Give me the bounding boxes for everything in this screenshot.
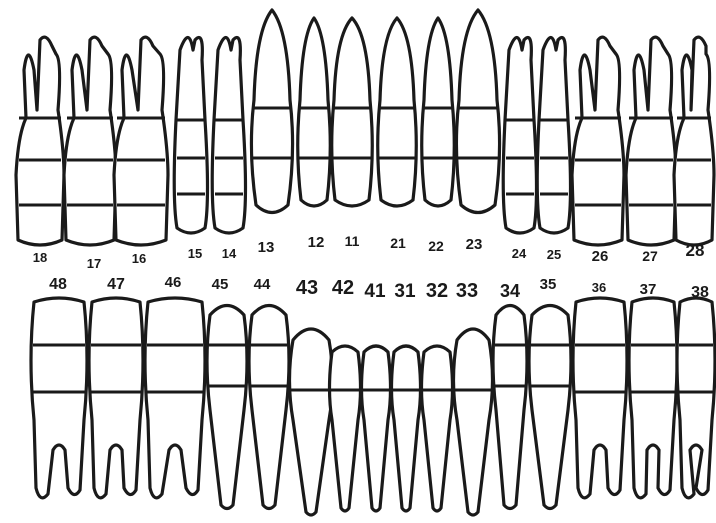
tooth-outline-48	[31, 298, 87, 498]
tooth-outline-46	[145, 298, 205, 498]
tooth-number-36: 36	[592, 280, 606, 295]
tooth-44	[249, 306, 289, 509]
tooth-33	[454, 329, 493, 515]
tooth-outline-27	[626, 37, 676, 245]
tooth-28	[674, 37, 714, 245]
tooth-24	[503, 38, 536, 234]
tooth-23	[456, 10, 499, 213]
tooth-number-21: 21	[390, 235, 406, 251]
tooth-outline-11	[332, 18, 373, 206]
tooth-27	[626, 37, 676, 245]
tooth-outline-28	[674, 37, 714, 245]
tooth-outline-12	[298, 18, 331, 206]
tooth-34	[493, 306, 527, 509]
tooth-38	[677, 298, 715, 498]
tooth-25	[537, 38, 570, 234]
upper-arch: 18 17 16 15 14 13 12 11 21 22 23 24 25 26 27 28	[16, 10, 714, 271]
tooth-outline-14	[212, 38, 245, 234]
tooth-14	[212, 38, 245, 234]
tooth-number-28: 28	[686, 241, 705, 260]
tooth-13	[251, 10, 292, 213]
tooth-21	[378, 18, 417, 206]
tooth-32	[422, 346, 453, 511]
tooth-outline-16	[114, 37, 168, 245]
tooth-41	[362, 346, 391, 511]
tooth-number-34: 34	[500, 281, 520, 301]
tooth-46	[145, 298, 205, 498]
tooth-number-13: 13	[258, 239, 275, 256]
tooth-outline-36	[573, 298, 627, 498]
tooth-number-33: 33	[456, 280, 478, 302]
tooth-number-42: 42	[332, 277, 354, 299]
tooth-42	[330, 346, 361, 511]
tooth-outline-43	[290, 329, 333, 515]
tooth-number-25: 25	[547, 247, 561, 262]
tooth-number-46: 46	[165, 274, 182, 291]
tooth-outline-44	[249, 306, 289, 509]
tooth-outline-24	[503, 38, 536, 234]
tooth-outline-47	[89, 298, 143, 498]
tooth-outline-34	[493, 306, 527, 509]
tooth-outline-45	[207, 306, 247, 509]
tooth-number-38: 38	[691, 284, 709, 301]
tooth-number-43: 43	[296, 277, 318, 299]
tooth-47	[89, 298, 143, 498]
tooth-outline-15	[174, 38, 207, 234]
tooth-36	[573, 298, 627, 498]
tooth-number-31: 31	[394, 281, 416, 302]
tooth-number-18: 18	[33, 250, 47, 265]
tooth-37	[629, 298, 677, 498]
tooth-outline-41	[362, 346, 391, 511]
lower-arch: 48 47 46 45 44 43 42 41 31 32 33 34 35 36 37 38	[31, 274, 715, 515]
tooth-outline-21	[378, 18, 417, 206]
tooth-number-47: 47	[107, 276, 125, 293]
tooth-number-17: 17	[87, 256, 101, 271]
tooth-18	[16, 37, 64, 245]
tooth-number-27: 27	[642, 248, 658, 264]
tooth-26	[572, 37, 624, 245]
tooth-number-15: 15	[188, 246, 202, 261]
tooth-outline-33	[454, 329, 493, 515]
tooth-number-32: 32	[426, 280, 448, 302]
tooth-number-45: 45	[212, 276, 229, 293]
tooth-number-14: 14	[222, 246, 237, 261]
tooth-12	[298, 18, 331, 206]
tooth-17	[64, 37, 116, 245]
tooth-number-41: 41	[364, 281, 386, 302]
tooth-outline-18	[16, 37, 64, 245]
tooth-number-22: 22	[428, 238, 444, 254]
tooth-outline-22	[422, 18, 455, 206]
tooth-31	[392, 346, 421, 511]
tooth-outline-31	[392, 346, 421, 511]
tooth-number-11: 11	[345, 233, 360, 249]
tooth-number-48: 48	[49, 276, 67, 293]
tooth-number-24: 24	[512, 246, 527, 261]
tooth-outline-42	[330, 346, 361, 511]
tooth-number-12: 12	[308, 234, 325, 251]
tooth-outline-32	[422, 346, 453, 511]
tooth-15	[174, 38, 207, 234]
tooth-outline-17	[64, 37, 116, 245]
tooth-48	[31, 298, 87, 498]
tooth-16	[114, 37, 168, 245]
tooth-22	[422, 18, 455, 206]
tooth-35	[529, 306, 571, 509]
tooth-outline-23	[456, 10, 499, 213]
tooth-outline-35	[529, 306, 571, 509]
tooth-11	[332, 18, 373, 206]
tooth-outline-38	[677, 298, 715, 498]
tooth-outline-25	[537, 38, 570, 234]
tooth-outline-13	[251, 10, 292, 213]
tooth-number-35: 35	[540, 276, 557, 293]
tooth-number-23: 23	[466, 236, 483, 253]
tooth-number-16: 16	[132, 251, 146, 266]
tooth-43	[290, 329, 333, 515]
tooth-number-26: 26	[592, 248, 609, 265]
tooth-45	[207, 306, 247, 509]
tooth-number-37: 37	[640, 281, 657, 298]
tooth-number-44: 44	[254, 276, 271, 293]
tooth-outline-37	[629, 298, 677, 498]
tooth-outline-26	[572, 37, 624, 245]
